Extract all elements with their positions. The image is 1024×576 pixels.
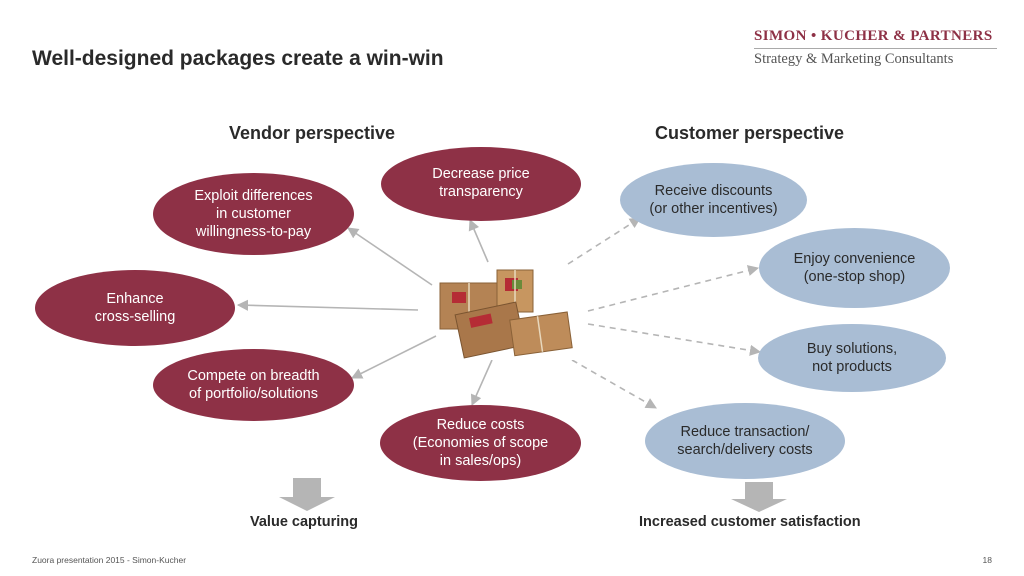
oval-decrease-transparency: Decrease price transparency [381, 147, 581, 221]
arrow-to-solutions [587, 323, 762, 356]
oval-reduce-transaction: Reduce transaction/ search/delivery cost… [645, 403, 845, 479]
slide-title: Well-designed packages create a win-win [32, 47, 444, 70]
oval-buy-solutions: Buy solutions, not products [758, 324, 946, 392]
value-capturing-arrow-icon [279, 478, 335, 511]
customer-heading: Customer perspective [655, 123, 845, 143]
arrow-to-reduce-costs [470, 359, 493, 407]
arrow-to-cross-selling [236, 299, 419, 311]
arrow-to-breadth [350, 335, 437, 379]
company-logo: SIMON • KUCHER & PARTNERS Strategy & Mar… [754, 28, 997, 68]
arrow-to-convenience [587, 265, 760, 312]
oval-enjoy-convenience: Enjoy convenience (one-stop shop) [759, 228, 950, 308]
oval-reduce-costs: Reduce costs (Economies of scope in sale… [380, 405, 581, 481]
vendor-result-label: Value capturing [250, 514, 358, 530]
logo-divider [754, 48, 997, 49]
oval-enhance-cross-selling: Enhance cross-selling [35, 270, 235, 346]
vendor-heading: Vendor perspective [229, 123, 396, 143]
oval-receive-discounts: Receive discounts (or other incentives) [620, 163, 807, 237]
logo-name: SIMON • KUCHER & PARTNERS [754, 28, 993, 44]
page-number: 18 [982, 555, 992, 565]
arrow-to-discounts [567, 217, 641, 265]
arrow-to-transparency [468, 218, 489, 263]
footer-text: Zuora presentation 2015 - Simon-Kucher [32, 555, 187, 565]
customer-result-label: Increased customer satisfaction [639, 514, 861, 530]
customer-satisfaction-arrow-icon [731, 482, 787, 512]
oval-compete-breadth: Compete on breadth of portfolio/solution… [153, 349, 354, 421]
oval-exploit-differences: Exploit differences in customer willingn… [153, 173, 354, 255]
arrow-to-willingness [347, 227, 433, 286]
arrow-to-transaction [571, 359, 657, 409]
logo-tagline: Strategy & Marketing Consultants [754, 51, 954, 67]
packages-image [437, 268, 577, 360]
